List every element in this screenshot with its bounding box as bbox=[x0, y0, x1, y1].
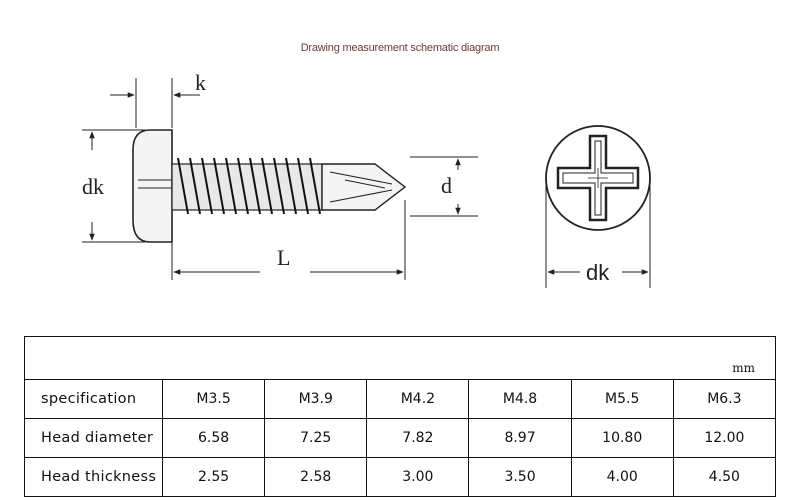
table-cell: 3.00 bbox=[366, 457, 470, 497]
table-row: Head diameter 6.58 7.25 7.82 8.97 10.80 … bbox=[24, 418, 777, 458]
screw-top-view bbox=[545, 125, 651, 231]
table-cell: 8.97 bbox=[468, 418, 572, 458]
table-cell: 7.25 bbox=[264, 418, 368, 458]
drill-point bbox=[321, 163, 407, 211]
row-label: Head thickness bbox=[24, 457, 163, 497]
dk-side-dimension bbox=[82, 129, 145, 243]
table-cell: 4.50 bbox=[672, 457, 777, 497]
unit-label: mm bbox=[24, 336, 776, 380]
L-label: L bbox=[277, 245, 290, 270]
table-cell: 4.00 bbox=[570, 457, 674, 497]
diagram-title: Drawing measurement schematic diagram bbox=[300, 42, 500, 54]
dk-top-dimension bbox=[545, 180, 651, 288]
k-dimension bbox=[110, 78, 200, 128]
table-row: specification M3.5 M3.9 M4.2 M4.8 M5.5 M… bbox=[24, 379, 777, 419]
table-cell: M3.5 bbox=[161, 379, 266, 419]
screw-side-view bbox=[132, 129, 407, 243]
spec-table: mm specification M3.5 M3.9 M4.2 M4.8 M5.… bbox=[24, 336, 777, 497]
dk-top-label: dk bbox=[586, 260, 610, 285]
spec-table-container: mm specification M3.5 M3.9 M4.2 M4.8 M5.… bbox=[24, 336, 777, 497]
table-cell: M3.9 bbox=[264, 379, 368, 419]
d-dimension bbox=[410, 156, 478, 217]
row-label: specification bbox=[24, 379, 163, 419]
table-cell: M4.2 bbox=[366, 379, 470, 419]
table-cell: 3.50 bbox=[468, 457, 572, 497]
screw-schematic: k dk d L dk bbox=[82, 70, 651, 288]
table-cell: 10.80 bbox=[570, 418, 674, 458]
table-cell: 2.58 bbox=[264, 457, 368, 497]
d-label: d bbox=[441, 173, 452, 198]
row-label: Head diameter bbox=[24, 418, 163, 458]
k-label: k bbox=[195, 70, 206, 95]
table-cell: M6.3 bbox=[672, 379, 777, 419]
table-cell: M4.8 bbox=[468, 379, 572, 419]
table-cell: 2.55 bbox=[161, 457, 266, 497]
screw-threads bbox=[177, 157, 321, 215]
dk-side-label: dk bbox=[82, 174, 104, 199]
table-cell: M5.5 bbox=[570, 379, 674, 419]
L-dimension bbox=[171, 200, 406, 280]
unit-row: mm bbox=[24, 336, 776, 380]
table-cell: 12.00 bbox=[672, 418, 777, 458]
table-row: Head thickness 2.55 2.58 3.00 3.50 4.00 … bbox=[24, 457, 777, 497]
screw-head bbox=[132, 129, 173, 243]
table-cell: 6.58 bbox=[161, 418, 266, 458]
table-cell: 7.82 bbox=[366, 418, 470, 458]
